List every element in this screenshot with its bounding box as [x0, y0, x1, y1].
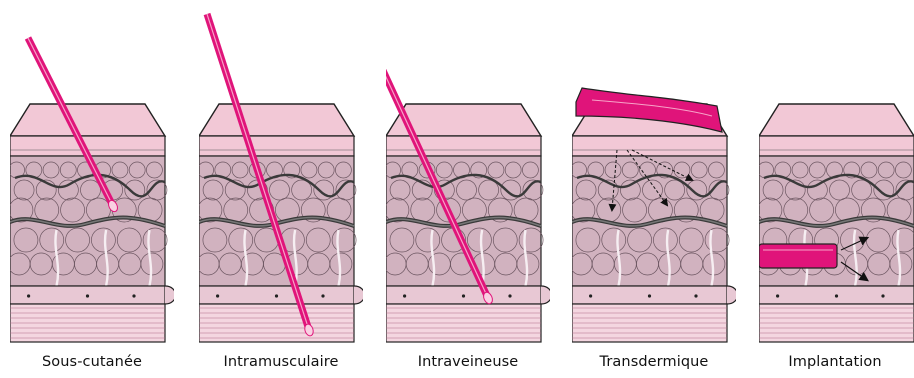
fascia-dot	[321, 294, 324, 297]
fascia-dot	[462, 294, 465, 297]
skin-surface	[199, 104, 354, 136]
fascia-curl	[165, 286, 176, 304]
panel-sous-cutanee	[8, 38, 175, 342]
diagram-canvas	[0, 0, 914, 350]
fascia-dot	[589, 294, 592, 297]
fascia-dot	[835, 294, 838, 297]
fascia-dot	[403, 294, 406, 297]
caption-intraveineuse: Intraveineuse	[383, 354, 553, 370]
implant-rod	[759, 244, 837, 268]
fascia-dot	[508, 294, 511, 297]
fascia-curl	[354, 286, 365, 304]
fascia-dot	[27, 294, 30, 297]
epidermis-layer	[572, 136, 727, 156]
fascia-dot	[694, 294, 697, 297]
fascia-dot	[132, 294, 135, 297]
fascia-curl	[727, 286, 738, 304]
skin-surface	[759, 104, 914, 136]
caption-transdermique: Transdermique	[569, 354, 739, 370]
panel-transdermique	[570, 88, 737, 342]
epidermis-layer	[199, 136, 354, 156]
epidermis-layer	[759, 136, 914, 156]
fascia-dot	[216, 294, 219, 297]
fascia-dot	[275, 294, 278, 297]
caption-intramusculaire: Intramusculaire	[196, 354, 366, 370]
caption-sous-cutanee: Sous-cutanée	[7, 354, 177, 370]
panel-intramusculaire	[197, 14, 364, 342]
fascia-dot	[881, 294, 884, 297]
fascia-curl	[541, 286, 552, 304]
skin-surface	[10, 104, 165, 136]
panel-implantation	[757, 104, 914, 342]
epidermis-layer	[386, 136, 541, 156]
caption-implantation: Implantation	[750, 354, 914, 370]
fascia-dot	[648, 294, 651, 297]
panel-intraveineuse	[368, 38, 552, 342]
fascia-dot	[86, 294, 89, 297]
fascia-dot	[776, 294, 779, 297]
